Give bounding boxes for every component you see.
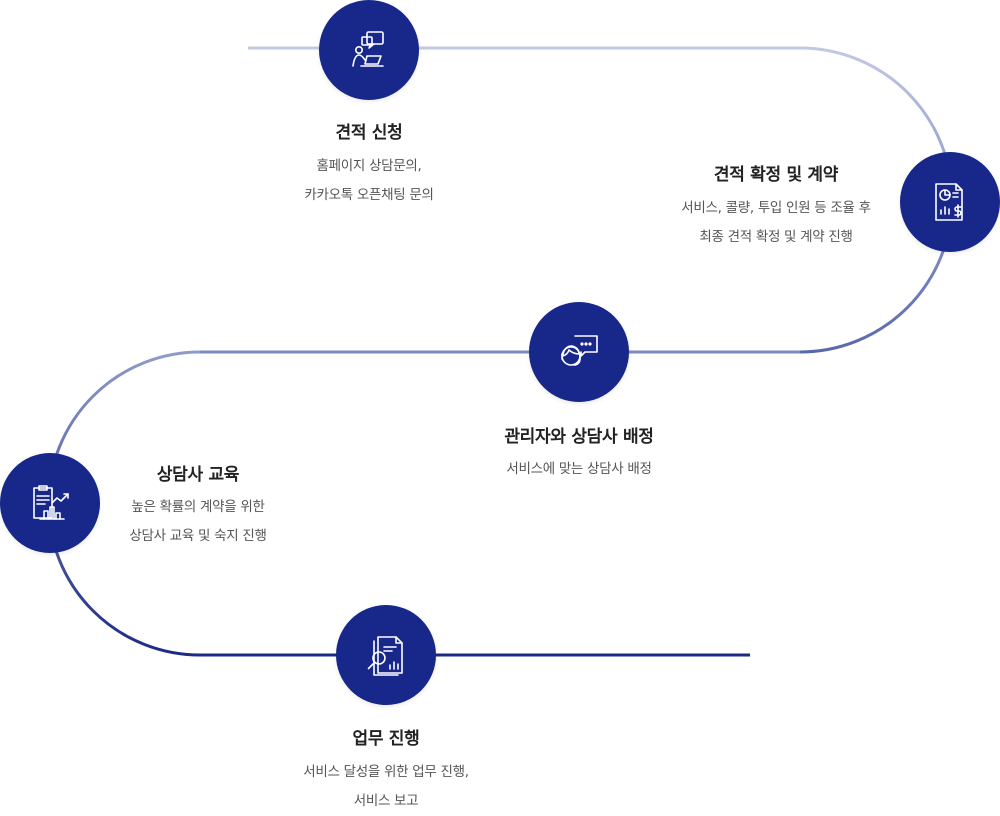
step-2-node bbox=[900, 152, 1000, 252]
document-analysis-icon bbox=[367, 636, 403, 676]
step-2-description: 서비스, 콜량, 투입 인원 등 조율 후 최종 견적 확정 및 계약 진행 bbox=[646, 194, 906, 252]
step-1-desc-line: 홈페이지 상담문의, bbox=[316, 158, 422, 174]
step-1-description: 홈페이지 상담문의, 카카오톡 오픈채팅 문의 bbox=[249, 152, 489, 210]
step-5-description: 서비스 달성을 위한 업무 진행, 서비스 보고 bbox=[246, 758, 526, 816]
consultation-laptop-icon bbox=[352, 31, 384, 67]
step-4-title: 상담사 교육 bbox=[156, 465, 240, 485]
step-3-description: 서비스에 맞는 상담사 배정 bbox=[469, 455, 689, 484]
step-3-desc-line: 서비스에 맞는 상담사 배정 bbox=[506, 461, 652, 477]
step-3-node bbox=[529, 302, 629, 402]
step-4-desc-line: 상담사 교육 및 숙지 진행 bbox=[129, 528, 267, 544]
cost-report-icon bbox=[935, 183, 963, 221]
step-5-node bbox=[336, 605, 436, 705]
step-3-title: 관리자와 상담사 배정 bbox=[504, 427, 654, 447]
step-4-desc-line: 높은 확률의 계약을 위한 bbox=[131, 499, 265, 515]
step-4-description: 높은 확률의 계약을 위한 상담사 교육 및 숙지 진행 bbox=[78, 493, 318, 551]
step-2-title: 견적 확정 및 계약 bbox=[713, 165, 839, 185]
training-growth-icon bbox=[33, 485, 69, 520]
step-2-desc-line: 서비스, 콜량, 투입 인원 등 조율 후 bbox=[681, 200, 871, 216]
step-5-desc-line: 서비스 보고 bbox=[353, 793, 419, 809]
step-1-node bbox=[319, 0, 419, 100]
step-1-desc-line: 카카오톡 오픈채팅 문의 bbox=[304, 187, 434, 203]
step-2-desc-line: 최종 견적 확정 및 계약 진행 bbox=[699, 229, 853, 245]
step-1-title: 견적 신청 bbox=[335, 123, 403, 143]
step-4-node bbox=[0, 453, 100, 553]
step-5-desc-line: 서비스 달성을 위한 업무 진행, bbox=[303, 764, 469, 780]
counselor-chat-icon bbox=[561, 335, 598, 366]
step-5-title: 업무 진행 bbox=[352, 729, 420, 749]
